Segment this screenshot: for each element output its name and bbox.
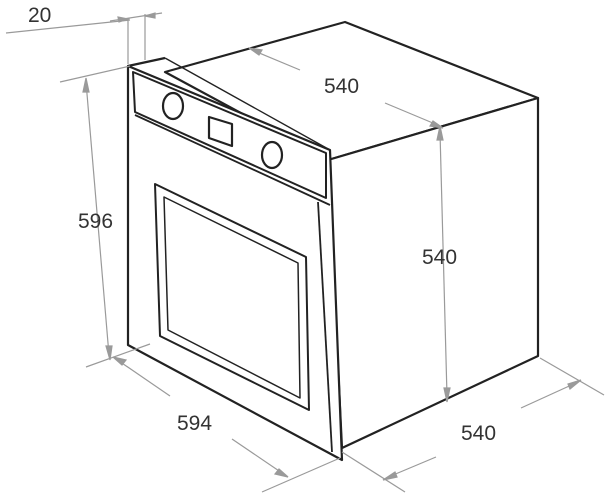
- dimension-lines: [5, 12, 605, 493]
- dim-594-arrow-right: [273, 468, 289, 478]
- right-knob-icon: [260, 140, 284, 170]
- dim-594-arrow-left: [112, 356, 128, 366]
- dim-label-front-thickness: 20: [28, 4, 51, 27]
- dim-bottom-540-arrow-right: [567, 379, 582, 390]
- dim-label-front-width: 594: [177, 412, 212, 435]
- dim-label-bottom-depth: 540: [461, 422, 496, 445]
- dim-bottom-540-ext-left: [341, 451, 406, 493]
- dim-bottom-540-ext-right: [539, 357, 605, 396]
- dim-label-body-height: 540: [422, 246, 457, 269]
- door-handle: [317, 201, 333, 453]
- dim-20-arrow-right: [144, 12, 156, 19]
- dim-label-top-depth: 540: [324, 75, 359, 98]
- oven-body-side: [326, 96, 540, 450]
- dim-label-total-height: 596: [78, 210, 113, 233]
- dim-596-ext-top: [59, 65, 131, 83]
- dim-596-line: [85, 81, 110, 356]
- dim-596-ext-bottom: [85, 343, 151, 368]
- dim-height-540-arrow-bottom: [443, 387, 451, 403]
- dim-594-ext-right: [261, 457, 341, 493]
- door-divider: [134, 114, 331, 206]
- door-glass-window: [163, 196, 301, 399]
- dim-596-arrow-top: [82, 77, 90, 93]
- door-outer-frame: [154, 183, 310, 411]
- dim-top-540-line-right: [384, 102, 441, 127]
- display-window: [207, 115, 234, 148]
- front-panel: [126, 64, 344, 462]
- front-panel-top-edge-back: [164, 57, 331, 151]
- oven-front: [126, 56, 344, 462]
- control-panel: [132, 71, 327, 199]
- dim-bottom-540-arrow-left: [382, 471, 398, 481]
- dim-height-540-line: [439, 131, 448, 397]
- dim-20-arrow-left: [117, 16, 131, 23]
- dim-596-arrow-bottom: [105, 345, 113, 361]
- left-knob-icon: [161, 91, 185, 121]
- dim-top-540-arrow-left: [248, 47, 263, 56]
- dim-594-line-right: [231, 438, 286, 476]
- front-panel-top-edge: [127, 56, 166, 68]
- dim-height-540-arrow-top: [436, 125, 444, 141]
- dim-20-leader: [5, 19, 131, 34]
- dim-594-line-left: [115, 358, 171, 397]
